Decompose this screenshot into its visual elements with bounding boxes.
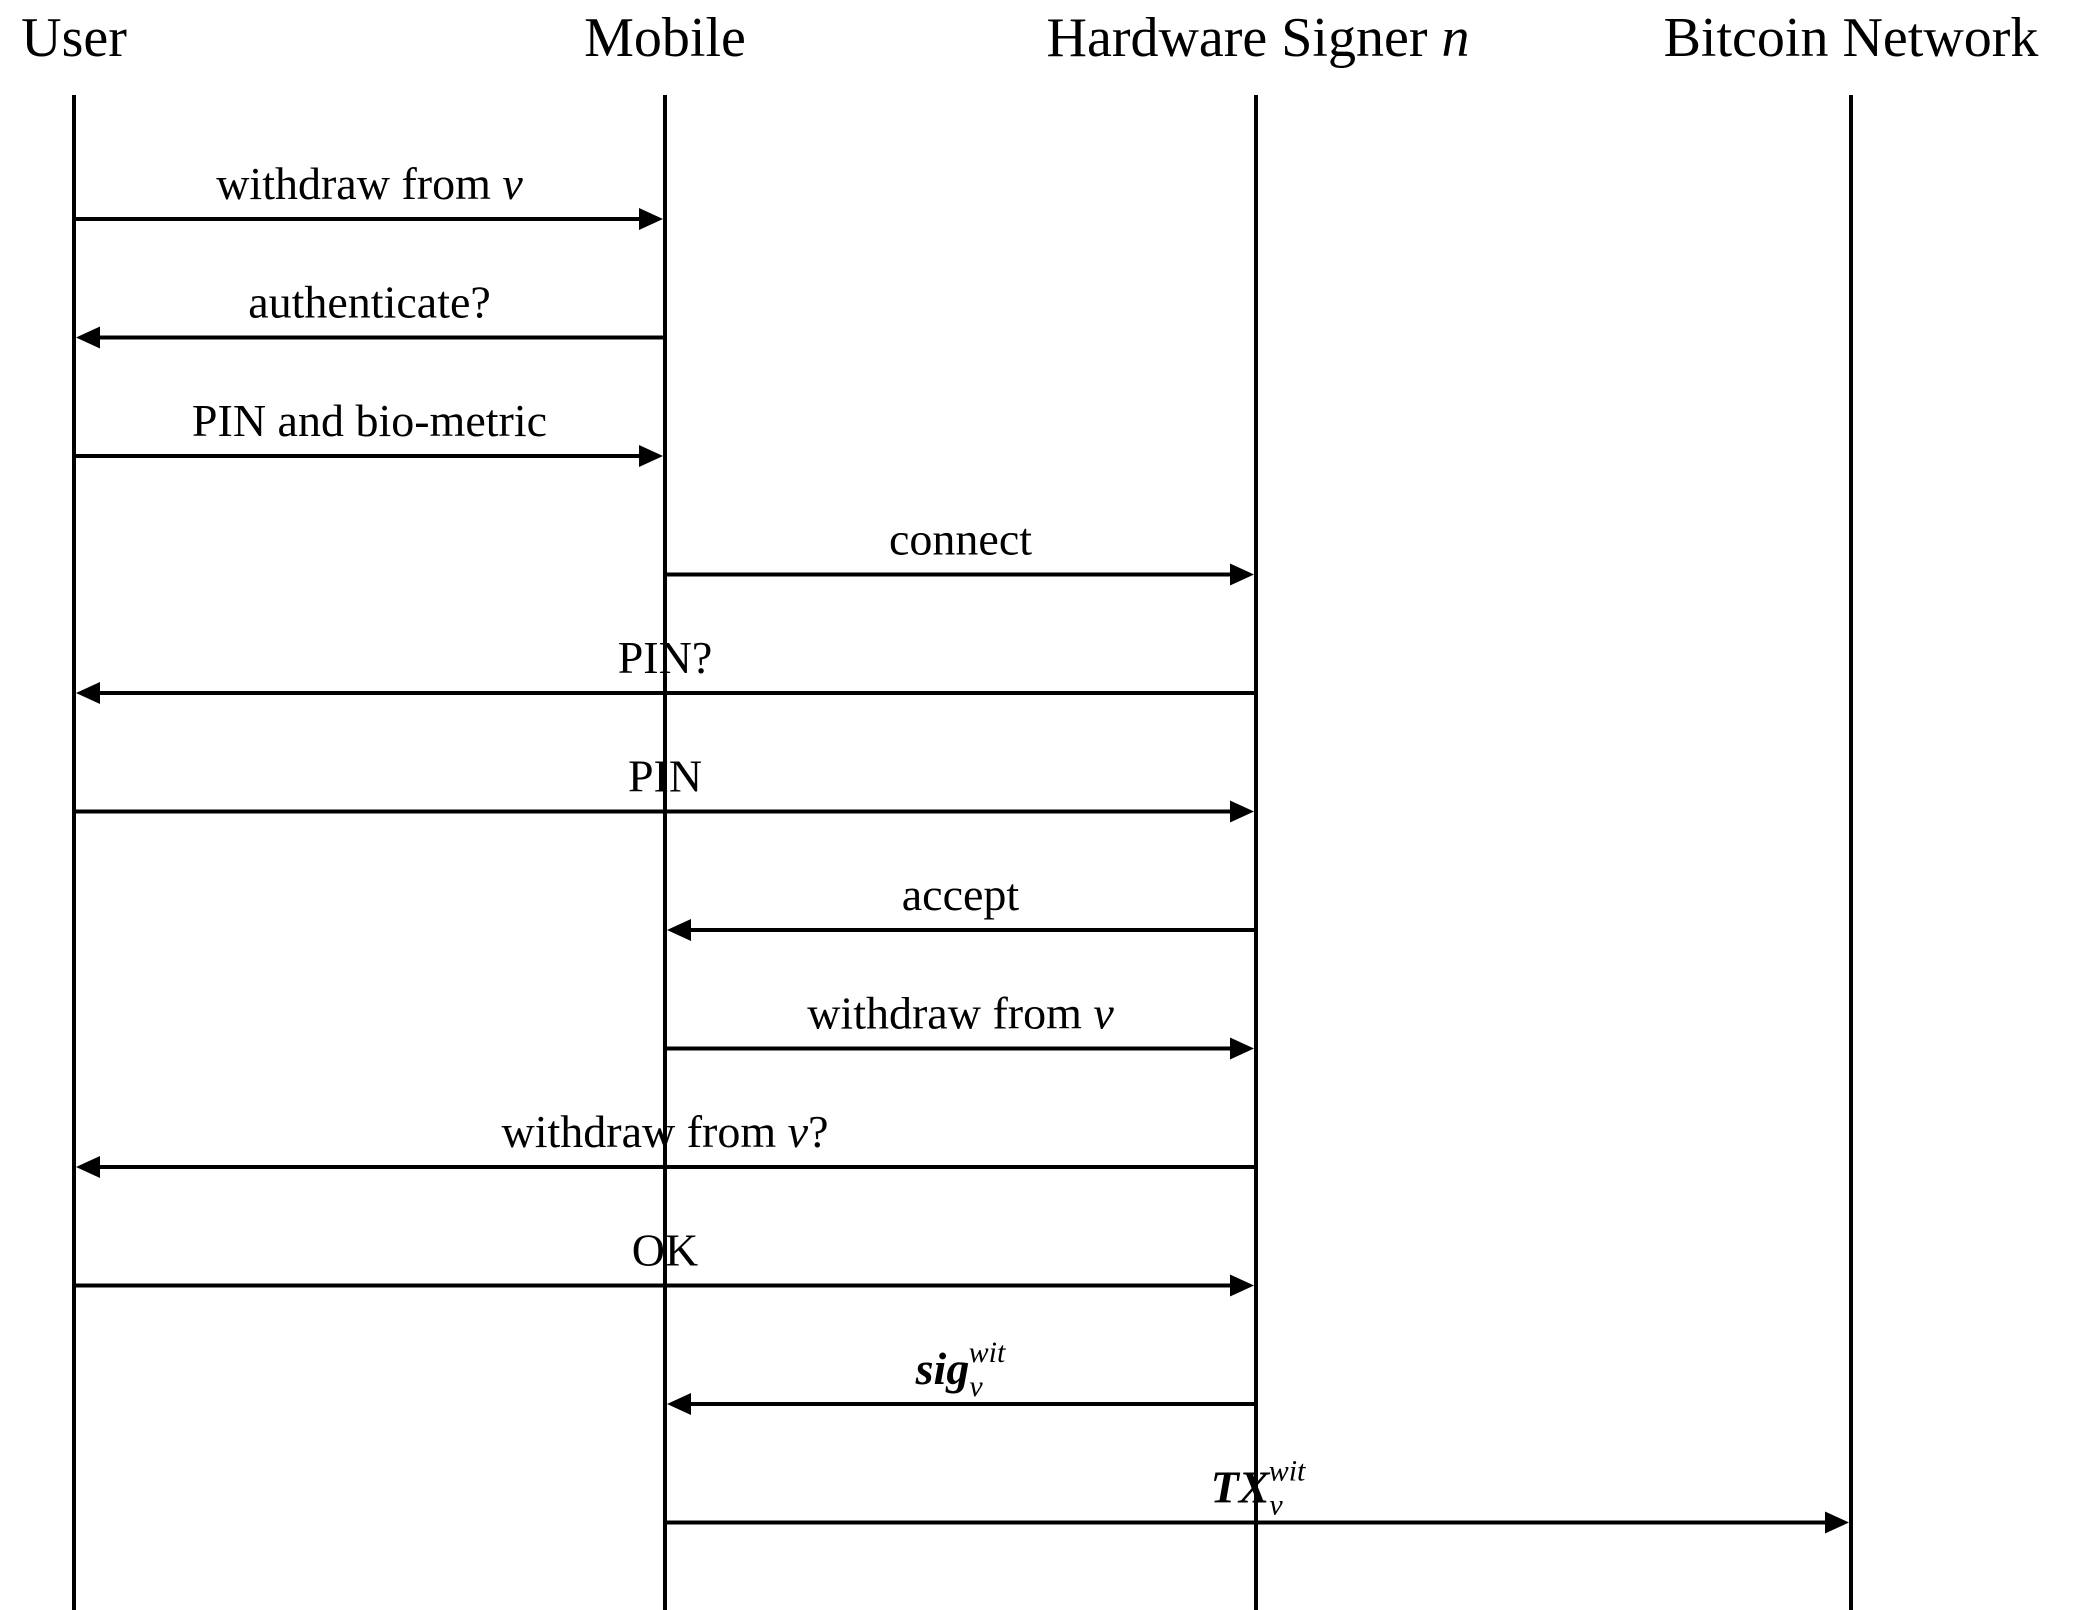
message-9: withdraw from v? (76, 1106, 1256, 1178)
message-label-part: TX (1211, 1462, 1271, 1513)
message-label-part: v (1269, 1489, 1283, 1522)
message-label: TXvwit (1211, 1455, 1306, 1522)
message-label: withdraw from v (216, 158, 523, 209)
actor-label-text: Mobile (584, 7, 746, 69)
message-label: PIN and bio-metric (192, 395, 547, 446)
message-label: authenticate? (248, 277, 491, 328)
message-label: PIN? (618, 632, 713, 683)
message-arrowhead (667, 919, 691, 941)
message-8: withdraw from v (665, 988, 1254, 1060)
message-label-part: OK (632, 1225, 698, 1276)
message-2: authenticate? (76, 277, 665, 349)
message-arrowhead (76, 1156, 100, 1178)
message-6: PIN (74, 751, 1254, 823)
message-label: OK (632, 1225, 698, 1276)
message-label-part: withdraw from (807, 988, 1093, 1039)
actor-label-text: Hardware Signer (1047, 7, 1442, 69)
message-label: connect (889, 514, 1032, 565)
message-label: sigvwit (915, 1336, 1006, 1403)
message-arrowhead (1230, 1274, 1254, 1297)
actor-label-user: User (21, 7, 127, 69)
message-label-part: wit (969, 1336, 1006, 1369)
actors: User Mobile Hardware Signer n Bitcoin Netwo… (21, 7, 2038, 69)
message-label: PIN (628, 751, 702, 802)
message-5: PIN? (76, 632, 1256, 704)
message-arrowhead (1230, 1037, 1254, 1060)
message-arrowhead (76, 326, 100, 349)
actor-label-text: Bitcoin Network (1664, 7, 2039, 69)
actor-label-network: Bitcoin Network (1664, 7, 2039, 69)
message-1: withdraw from v (74, 158, 663, 230)
message-label-part: authenticate? (248, 277, 491, 328)
message-7: accept (667, 869, 1256, 941)
message-arrowhead (639, 445, 663, 467)
message-arrowhead (76, 682, 100, 704)
message-arrowhead (1825, 1511, 1849, 1534)
message-3: PIN and bio-metric (74, 395, 663, 467)
message-label-part: v (969, 1370, 983, 1403)
message-label-part: v (788, 1106, 809, 1157)
message-arrowhead (667, 1393, 691, 1415)
actor-label-text: User (21, 7, 127, 69)
message-label-part: v (1093, 988, 1114, 1039)
message-arrowhead (1230, 563, 1254, 586)
message-label-part: PIN? (618, 632, 713, 683)
message-label-part: accept (902, 869, 1020, 920)
message-label: withdraw from v (807, 988, 1114, 1039)
message-label-part: PIN (628, 751, 702, 802)
message-4: connect (665, 514, 1254, 586)
message-11: sigvwit (667, 1336, 1256, 1415)
message-label-part: withdraw from (216, 158, 502, 209)
message-label-part: sig (915, 1343, 970, 1394)
message-12: TXvwit (665, 1455, 1849, 1534)
lifelines (72, 95, 1853, 1610)
message-label-part: connect (889, 514, 1032, 565)
actor-label-signer: Hardware Signer n (1047, 7, 1470, 69)
message-label: accept (902, 869, 1020, 920)
message-label-part: wit (1269, 1455, 1306, 1488)
message-arrowhead (639, 208, 663, 230)
message-10: OK (74, 1225, 1254, 1297)
message-label-part: v (502, 158, 523, 209)
actor-label-italic: n (1441, 7, 1469, 69)
actor-label-mobile: Mobile (584, 7, 746, 69)
messages: withdraw from v authenticate? PIN and bio-… (74, 158, 1849, 1534)
message-arrowhead (1230, 800, 1254, 823)
message-label: withdraw from v? (502, 1106, 829, 1157)
message-label-part: PIN and bio-metric (192, 395, 547, 446)
message-label-part: ? (808, 1106, 828, 1157)
message-label-part: withdraw from (502, 1106, 788, 1157)
